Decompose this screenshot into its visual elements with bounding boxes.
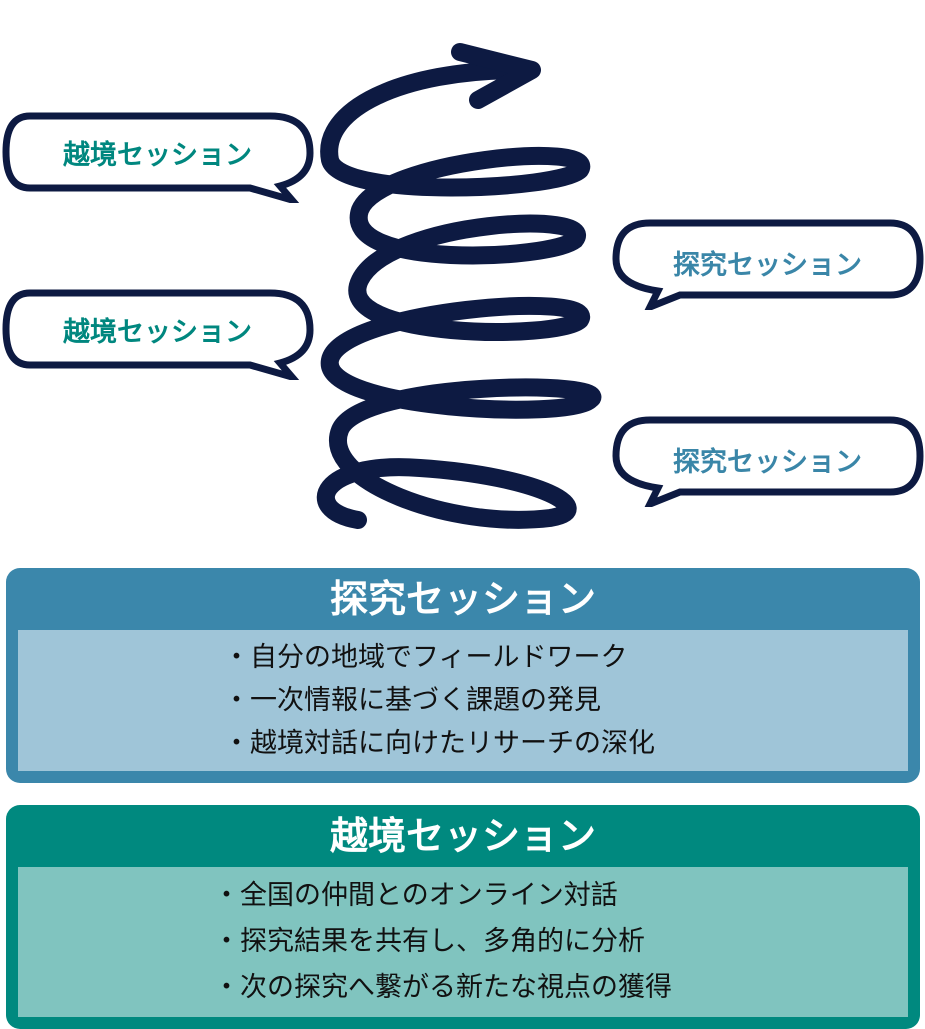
speech-bubble-tankyu-2: 探究セッション <box>610 412 925 507</box>
list-item: ・一次情報に基づく課題の発見 <box>223 685 601 716</box>
list-item: ・全国の仲間とのオンライン対話 <box>213 880 618 911</box>
bubble-label: 越境セッション <box>63 140 252 171</box>
ekkyo-session-box: 越境セッション ・全国の仲間とのオンライン対話 ・探究結果を共有し、多角的に分析… <box>6 805 920 1029</box>
list-item: ・越境対話に向けたリサーチの深化 <box>223 728 655 759</box>
bubble-label: 越境セッション <box>63 317 252 348</box>
spiral-arrow-icon <box>316 43 602 529</box>
tankyu-title: 探究セッション <box>329 577 596 621</box>
list-item: ・探究結果を共有し、多角的に分析 <box>213 926 645 957</box>
tankyu-session-box: 探究セッション ・自分の地域でフィールドワーク ・一次情報に基づく課題の発見 ・… <box>6 568 920 783</box>
list-item: ・次の探究へ繋がる新たな視点の獲得 <box>213 972 672 1003</box>
ekkyo-title: 越境セッション <box>329 814 596 858</box>
speech-bubble-ekkyo-2: 越境セッション <box>0 285 315 380</box>
speech-bubble-ekkyo-1: 越境セッション <box>0 108 315 203</box>
bubble-label: 探究セッション <box>673 447 862 478</box>
list-item: ・自分の地域でフィールドワーク <box>223 642 628 673</box>
speech-bubble-tankyu-1: 探究セッション <box>610 215 925 310</box>
bubble-label: 探究セッション <box>673 250 862 281</box>
